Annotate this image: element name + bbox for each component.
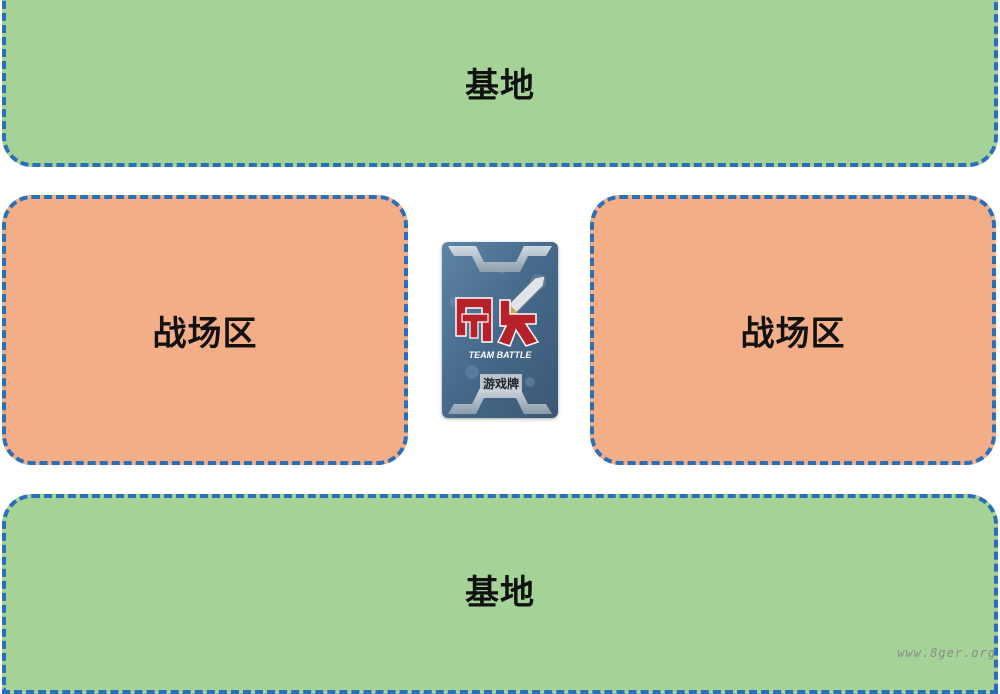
base-zone-top-label: 基地 xyxy=(465,66,535,106)
base-zone-bottom[interactable]: 基地 xyxy=(2,494,998,694)
watermark: www.8ger.org xyxy=(897,646,996,660)
battlefield-zone-right[interactable]: 战场区 xyxy=(590,195,996,465)
card-subtitle: TEAM BATTLE xyxy=(469,350,533,360)
base-zone-top[interactable]: 基地 xyxy=(2,0,998,167)
deck-card[interactable]: TEAM BATTLE 游戏牌 xyxy=(442,242,558,418)
base-zone-bottom-label: 基地 xyxy=(465,572,535,613)
card-back-art: TEAM BATTLE 游戏牌 xyxy=(442,242,558,418)
team-battle-logo xyxy=(455,297,540,347)
battlefield-zone-left-label: 战场区 xyxy=(152,313,258,354)
card-caption: 游戏牌 xyxy=(483,376,519,391)
battlefield-zone-left[interactable]: 战场区 xyxy=(2,195,408,465)
battlefield-zone-right-label: 战场区 xyxy=(740,313,846,354)
